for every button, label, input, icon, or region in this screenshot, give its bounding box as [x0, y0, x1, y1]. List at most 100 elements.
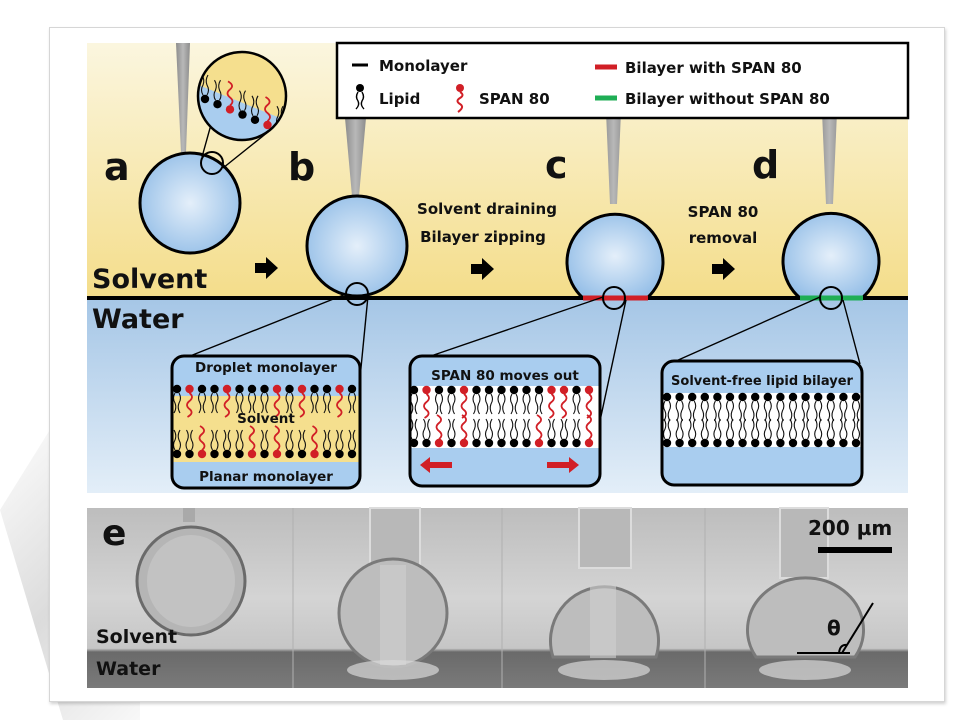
- lipid-molecule: [839, 392, 848, 402]
- zoom-circle-a: [196, 50, 288, 142]
- molecule-tail: [700, 400, 709, 422]
- molecule-tail: [801, 418, 810, 440]
- water-label: Water: [92, 304, 184, 335]
- panel-d: d SPAN 80 removal: [675, 43, 881, 365]
- zoom-marker-c: [602, 286, 626, 310]
- molecule-tail: [247, 392, 257, 414]
- zoom-marker-a: [200, 151, 224, 175]
- molecule-tail: [497, 393, 506, 415]
- molecule-tail: [559, 418, 569, 440]
- molecule-tail: [311, 425, 318, 451]
- molecule-tail: [688, 418, 697, 440]
- molecule-tail: [547, 418, 556, 440]
- molecule-tail: [447, 418, 456, 440]
- micro-solvent-label: Solvent: [96, 626, 177, 648]
- inset-b: Droplet monolayer Solvent Planar monolay…: [170, 354, 362, 490]
- micro-frame-2: [337, 507, 449, 680]
- panel-a: a: [104, 43, 288, 255]
- lipid-molecule: [688, 438, 697, 448]
- molecule-tail: [285, 429, 294, 451]
- contact-angle-annotation: θ: [797, 602, 874, 654]
- lipid-molecule: [662, 392, 672, 402]
- lipid-molecule: [776, 392, 785, 402]
- inset-d-title: Solvent-free lipid bilayer: [671, 374, 854, 389]
- lipid-molecule: [347, 449, 357, 459]
- zoom-line-c1: [424, 296, 604, 359]
- molecule-tail: [572, 393, 581, 415]
- lipid-molecule: [472, 385, 481, 395]
- lipid-molecule: [509, 385, 519, 395]
- molecule-tail: [310, 392, 319, 414]
- lipid-molecule: [497, 385, 506, 395]
- span80-molecule: [335, 384, 344, 394]
- span80-molecule: [272, 449, 282, 459]
- lipid-molecule: [238, 110, 247, 119]
- micro-water-label: Water: [96, 658, 161, 680]
- lipid-molecule: [788, 438, 798, 448]
- lipid-molecule: [210, 449, 219, 459]
- span80-molecule: [422, 385, 431, 395]
- molecule-tail: [298, 392, 306, 418]
- panel-c: c Solvent draining Bilayer zipping: [417, 43, 665, 459]
- step-text-c-to-d-line2: removal: [689, 229, 758, 247]
- lipid-molecule: [447, 385, 456, 395]
- molecule-tail: [347, 392, 357, 414]
- micro-frame-3: [549, 507, 660, 680]
- lipid-molecule: [335, 449, 344, 459]
- lipid-molecule: [222, 449, 232, 459]
- lipid-molecule: [851, 392, 861, 402]
- molecule-tail: [509, 418, 519, 440]
- molecule-tail: [472, 393, 481, 415]
- lipid-molecule: [725, 438, 735, 448]
- molecule-tail: [422, 418, 431, 440]
- molecule-tail: [788, 400, 798, 422]
- lipid-molecule: [851, 438, 861, 448]
- span80-molecule: [197, 449, 207, 459]
- span80-molecule: [584, 438, 594, 448]
- arrow-left-span-out: [420, 457, 452, 473]
- inset-c-title: SPAN 80 moves out: [431, 368, 579, 384]
- inset-c: SPAN 80 moves out: [408, 354, 602, 488]
- molecule-tail: [264, 96, 271, 122]
- lipid-molecule: [534, 385, 544, 395]
- molecule-tail: [210, 429, 219, 451]
- span80-molecule: [222, 384, 232, 394]
- lipid-molecule: [559, 438, 569, 448]
- molecule-tail: [335, 429, 344, 451]
- lipid-molecule: [738, 438, 747, 448]
- lipid-molecule: [738, 392, 747, 402]
- molecule-tail: [297, 429, 307, 451]
- lipid-molecule: [285, 384, 294, 394]
- panel-label-d: d: [752, 143, 779, 187]
- lipid-molecule: [700, 392, 709, 402]
- lipid-molecule: [751, 392, 760, 402]
- lipid-molecule: [285, 449, 294, 459]
- lipid-molecule: [322, 384, 332, 394]
- molecule-tail: [250, 95, 260, 117]
- span80-molecule: [459, 438, 469, 448]
- span80-molecule: [547, 385, 556, 395]
- lipid-molecule: [572, 438, 581, 448]
- lipid-molecule: [247, 384, 257, 394]
- molecule-tail: [200, 74, 210, 96]
- zoom-line-d1: [675, 296, 821, 362]
- scale-bar: [818, 547, 892, 553]
- molecule-tail: [534, 393, 544, 415]
- lipid-molecule: [434, 385, 444, 395]
- molecule-tail: [322, 429, 332, 451]
- lipid-molecule: [310, 384, 319, 394]
- legend-span80-label: SPAN 80: [479, 90, 550, 108]
- molecule-tail: [260, 429, 269, 451]
- molecule-tail: [260, 392, 269, 414]
- molecule-tail: [226, 80, 234, 107]
- molecule-tail: [273, 392, 281, 418]
- lipid-molecule: [235, 384, 244, 394]
- molecule-tail: [285, 392, 294, 414]
- lipid-molecule: [700, 438, 709, 448]
- molecule-tail: [776, 418, 785, 440]
- lipid-molecule: [675, 392, 684, 402]
- span80-molecule: [584, 385, 594, 395]
- solvent-label: Solvent: [92, 264, 207, 295]
- legend-bilayer-without-span-label: Bilayer without SPAN 80: [625, 90, 830, 108]
